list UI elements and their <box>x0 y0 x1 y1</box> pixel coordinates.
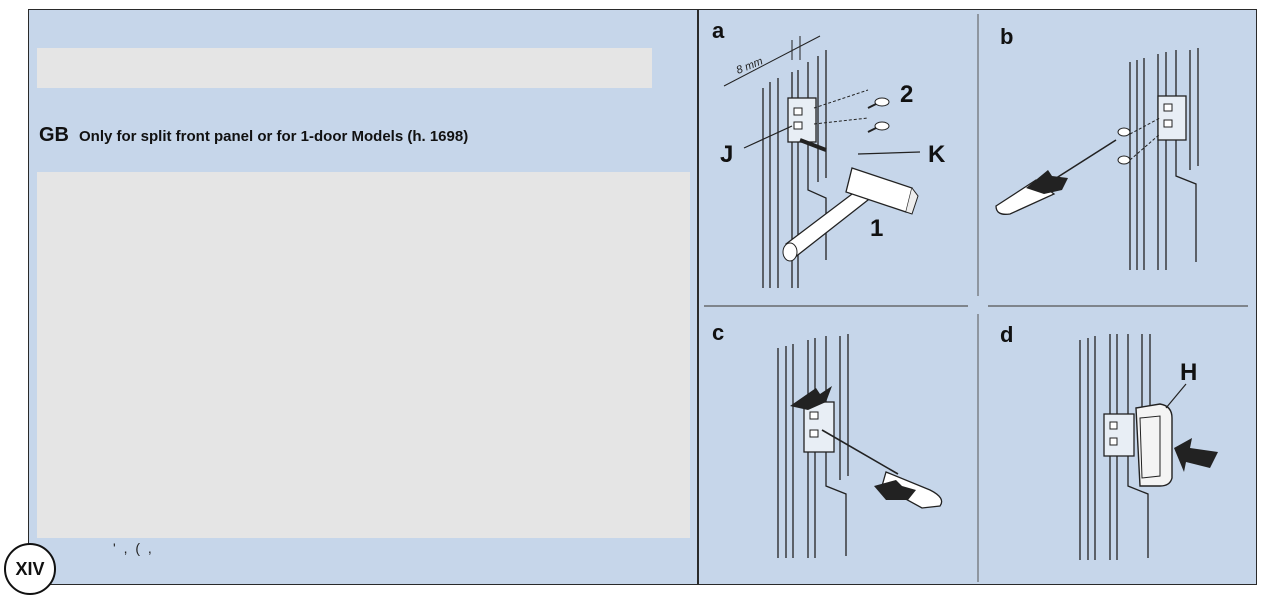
redacted-text-block-main <box>37 172 690 538</box>
heading-text: Only for split front panel or for 1-door… <box>79 128 469 145</box>
residue-text: ' , ( , <box>113 540 154 556</box>
callout-J: J <box>720 141 733 168</box>
callout-H: H <box>1180 359 1197 386</box>
figure-b: b <box>995 24 1199 270</box>
instruction-panel: GB Only for split front panel or for 1-do… <box>28 9 1257 585</box>
callout-2: 2 <box>900 81 913 108</box>
figure-b-letter: b <box>1000 24 1013 49</box>
figure-a-letter: a <box>712 18 725 43</box>
country-code: GB <box>39 124 69 146</box>
callout-1: 1 <box>870 215 883 242</box>
figure-c-letter: c <box>712 320 724 345</box>
figure-c: c <box>712 320 943 558</box>
redacted-text-block-top <box>37 48 652 88</box>
figure-d: d H <box>1000 322 1218 560</box>
figure-d-letter: d <box>1000 322 1013 347</box>
column-divider <box>697 10 699 584</box>
page-number-badge: XIV <box>4 543 56 595</box>
callout-K: K <box>928 141 946 168</box>
section-heading: GB Only for split front panel or for 1-do… <box>39 124 468 147</box>
dimension-label: 8 mm <box>735 55 765 76</box>
figure-a: a 8 mm 2 J K <box>712 18 946 288</box>
